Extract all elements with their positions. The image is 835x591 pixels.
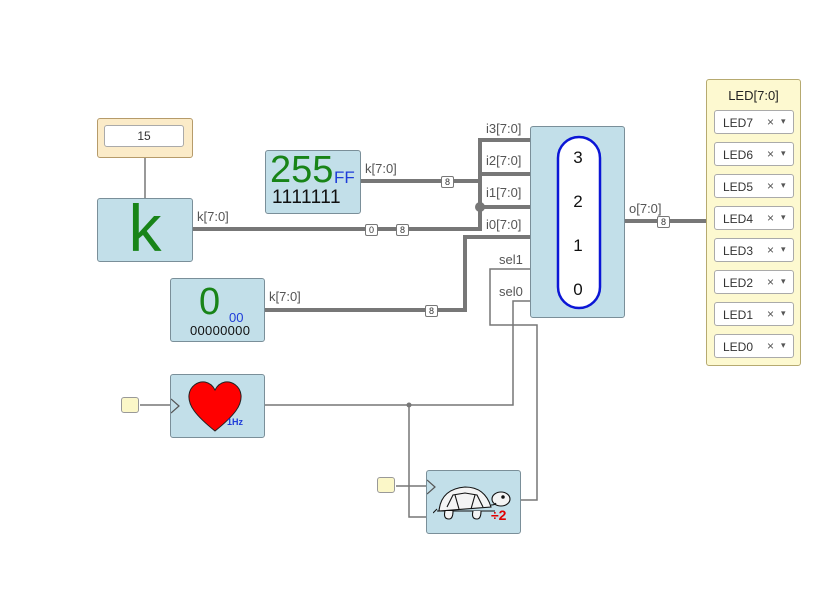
turtle-icon — [433, 486, 511, 520]
led-select-led2[interactable]: LED2 × ▾ — [714, 270, 794, 294]
multiplexer-block[interactable]: 3 2 1 0 — [530, 126, 625, 318]
clock-enable-input[interactable] — [121, 397, 139, 413]
remove-icon[interactable]: × — [767, 147, 775, 161]
constant-value-field[interactable]: 15 — [104, 125, 184, 147]
mux-input-i2-label: i2[7:0] — [486, 153, 522, 168]
chevron-down-icon[interactable]: ▾ — [781, 212, 786, 222]
display-255-decimal: 255 — [270, 150, 334, 191]
remove-icon[interactable]: × — [767, 115, 775, 129]
remove-icon[interactable]: × — [767, 307, 775, 321]
mux-outline — [556, 135, 602, 310]
k-constant-block[interactable]: k — [97, 191, 193, 265]
mux-sel0-label: sel0 — [499, 284, 523, 299]
led-output-panel: LED[7:0] LED7 × ▾ LED6 × ▾ LED5 × ▾ LED4… — [706, 79, 801, 366]
divider-enable-input[interactable] — [377, 477, 395, 493]
chevron-down-icon[interactable]: ▾ — [781, 244, 786, 254]
constant-input-box: 15 — [97, 118, 193, 158]
led-select-led3[interactable]: LED3 × ▾ — [714, 238, 794, 262]
mux-input-i0-label: i0[7:0] — [486, 217, 522, 232]
remove-icon[interactable]: × — [767, 211, 775, 225]
divider-block[interactable]: ÷2 — [426, 470, 521, 534]
led-select-led0[interactable]: LED0 × ▾ — [714, 334, 794, 358]
heart-icon — [188, 381, 242, 432]
display-0-block[interactable]: 0 00 00000000 — [170, 278, 265, 342]
display-255-block[interactable]: 255 FF 1111111 — [265, 150, 361, 214]
led-select-led6[interactable]: LED6 × ▾ — [714, 142, 794, 166]
junction-dot — [475, 202, 485, 212]
display-255-binary: 1111111 — [272, 187, 342, 208]
remove-icon[interactable]: × — [767, 243, 775, 257]
led-panel-title: LED[7:0] — [728, 88, 779, 103]
mux-input-number-3: 3 — [573, 148, 583, 167]
bus-width-tag-0: 8 — [425, 305, 439, 317]
led-select-label: LED7 — [723, 116, 754, 130]
clock-triangle-icon — [171, 398, 180, 414]
display-0-output-label: k[7:0] — [269, 289, 301, 304]
chevron-down-icon[interactable]: ▾ — [781, 276, 786, 286]
display-0-binary: 00000000 — [190, 323, 251, 338]
display-0-hex: 00 — [229, 310, 244, 325]
led-select-led1[interactable]: LED1 × ▾ — [714, 302, 794, 326]
mux-sel1-label: sel1 — [499, 252, 523, 267]
chevron-down-icon[interactable]: ▾ — [781, 340, 786, 350]
led-select-label: LED6 — [723, 148, 754, 162]
bus-width-tag-out: 8 — [657, 216, 671, 228]
display-0-decimal: 0 — [199, 281, 221, 323]
chevron-down-icon[interactable]: ▾ — [781, 148, 786, 158]
k-output-label: k[7:0] — [197, 209, 229, 224]
junction-dot-small — [406, 402, 412, 408]
chevron-down-icon[interactable]: ▾ — [781, 308, 786, 318]
remove-icon[interactable]: × — [767, 179, 775, 193]
clock-frequency-label: 1Hz — [227, 417, 244, 427]
led-select-label: LED5 — [723, 180, 754, 194]
divider-triangle-icon — [427, 479, 436, 495]
mux-input-number-2: 2 — [573, 192, 583, 211]
mux-input-number-1: 1 — [573, 236, 583, 255]
clock-block[interactable]: 1Hz — [170, 374, 265, 438]
led-select-label: LED2 — [723, 276, 754, 290]
bus-width-tag-k: 8 — [396, 224, 410, 236]
mux-input-i1-label: i1[7:0] — [486, 185, 522, 200]
led-select-led4[interactable]: LED4 × ▾ — [714, 206, 794, 230]
k-symbol: k — [128, 191, 162, 265]
led-select-label: LED3 — [723, 244, 754, 258]
mux-input-number-0: 0 — [573, 280, 583, 299]
remove-icon[interactable]: × — [767, 275, 775, 289]
led-select-label: LED4 — [723, 212, 754, 226]
display-255-hex: FF — [334, 168, 355, 187]
mux-output-label: o[7:0] — [629, 201, 662, 216]
led-select-led7[interactable]: LED7 × ▾ — [714, 110, 794, 134]
bus-width-tag-255: 8 — [441, 176, 455, 188]
led-select-label: LED1 — [723, 308, 754, 322]
divider-ratio-label: ÷2 — [491, 507, 507, 523]
bus-width-tag-k-sub: 0 — [365, 224, 379, 236]
remove-icon[interactable]: × — [767, 339, 775, 353]
led-select-led5[interactable]: LED5 × ▾ — [714, 174, 794, 198]
chevron-down-icon[interactable]: ▾ — [781, 180, 786, 190]
led-select-label: LED0 — [723, 340, 754, 354]
chevron-down-icon[interactable]: ▾ — [781, 116, 786, 126]
display-255-output-label: k[7:0] — [365, 161, 397, 176]
mux-input-i3-label: i3[7:0] — [486, 121, 522, 136]
